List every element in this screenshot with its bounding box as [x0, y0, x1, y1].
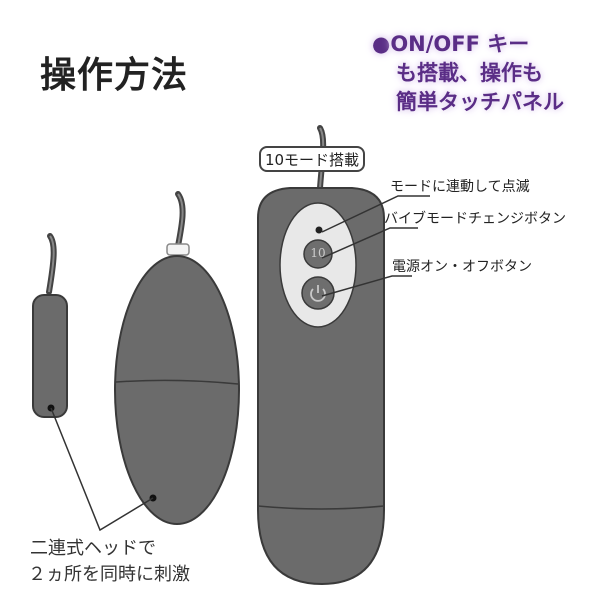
mode-button-text: 10 — [310, 246, 326, 260]
head-leader-line — [50, 407, 154, 532]
power-button-label: 電源オン・オフボタン — [392, 259, 532, 275]
led-leader-line — [321, 195, 430, 233]
mode-led — [315, 226, 323, 234]
feature-callout: ●ON/OFF キー も搭載、操作も 簡単タッチパネル — [372, 30, 592, 117]
mode-leader-line — [321, 227, 418, 259]
feature-line-2: も搭載、操作も — [396, 61, 543, 85]
mode-count-badge: 10モード搭載 — [259, 146, 365, 172]
small-bullet-head — [32, 294, 68, 418]
note-line-2: ２ヵ所を同時に刺激 — [28, 564, 190, 585]
bullet-icon: ● — [372, 32, 391, 56]
egg-head — [114, 255, 240, 525]
power-icon — [310, 285, 326, 302]
dual-head-note: 二連式ヘッドで ２ヵ所を同時に刺激 — [28, 536, 190, 588]
mode-button-label: バイブモードチェンジボタン — [384, 211, 566, 227]
feature-line-1: ●ON/OFF キー — [372, 32, 530, 56]
note-line-1: 二連式ヘッドで — [30, 538, 156, 559]
led-label: モードに連動して点滅 — [390, 179, 530, 195]
feature-line-3: 簡単タッチパネル — [396, 90, 564, 114]
page-title: 操作方法 — [40, 55, 189, 96]
power-leader-line — [321, 275, 412, 297]
